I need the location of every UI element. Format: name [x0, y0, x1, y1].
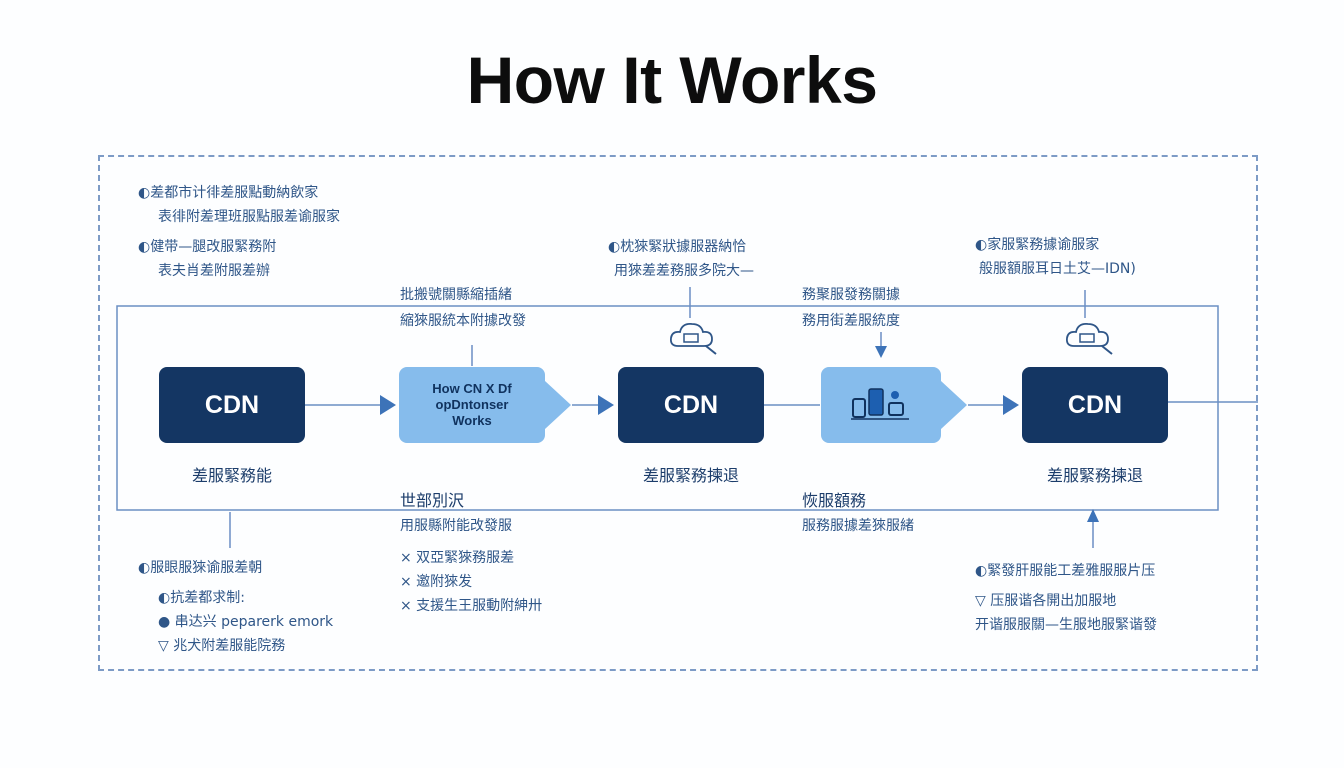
explainer-bubble: How CN X Df opDntonser Works — [399, 367, 571, 443]
note-line: 務用街差服統度 — [802, 313, 900, 329]
note-line: ▽ 压服谐各開出加服地 — [975, 593, 1117, 609]
cdn-node-3-caption: 差服緊務揀退 — [1046, 466, 1143, 485]
note-line: ▽ 兆犬附差服能院務 — [158, 638, 286, 654]
note-lower-mid-left: 用服縣附能改發服 × 双亞緊猍務服差 × 邀附猍发 × 支援生王服動附紳卅 — [400, 514, 542, 618]
note-top-right: ◐家服緊務據谕服家 般服額服耳日土艾—IDN) — [975, 233, 1136, 281]
note-top-left: ◐差都市计徘差服點動納飲家 表徘附差理班服點服差谕服家 ◐健带—腿改服緊務附 表… — [138, 181, 340, 283]
note-upper-mid-left: 批搬號關縣縮插緒 縮猍服統本附據改發 — [400, 283, 526, 333]
lower-mid-left-heading: 世部別沢 — [400, 491, 465, 510]
note-line: ◐枕猍緊狀據服器納恰 — [608, 239, 747, 255]
arrow-2 — [598, 395, 614, 415]
note-line: 服務服據差猍服緒 — [802, 518, 914, 534]
explainer-bubble-text: How CN X Df opDntonser Works — [432, 381, 512, 428]
note-line: ◐抗差都求制: — [158, 590, 245, 606]
note-line: 務聚服發務關據 — [802, 287, 900, 303]
note-line: × 邀附猍发 — [400, 574, 473, 590]
note-line: ● 串达兴 peparerk emork — [158, 614, 334, 630]
cdn-node-2: CDN — [618, 367, 764, 443]
note-line: ◐緊發肝服能工差雅服服片压 — [975, 563, 1156, 579]
arrow-down — [875, 346, 887, 358]
note-line: 用猍差差務服多院大— — [614, 263, 754, 279]
note-line: ◐服眼服猍谕服差朝 — [138, 560, 263, 576]
note-bottom-right: ◐緊發肝服能工差雅服服片压 ▽ 压服谐各開出加服地 开谐服服關—生服地服緊谐發 — [975, 559, 1157, 637]
cloud-search-icon — [669, 323, 717, 355]
devices-bubble — [821, 367, 967, 443]
note-top-mid: ◐枕猍緊狀據服器納恰 用猍差差務服多院大— — [608, 235, 754, 283]
note-line: 开谐服服關—生服地服緊谐發 — [975, 617, 1157, 633]
page-title: How It Works — [466, 43, 878, 117]
note-lower-mid-right: 服務服據差猍服緒 — [802, 514, 914, 538]
cdn-node-3: CDN — [1022, 367, 1168, 443]
cdn-node-1-caption: 差服緊務能 — [191, 466, 272, 485]
arrow-up — [1087, 509, 1099, 522]
cloud-search-icon — [1065, 323, 1113, 355]
note-bottom-left: ◐服眼服猍谕服差朝 ◐抗差都求制: ● 串达兴 peparerk emork ▽… — [138, 556, 333, 658]
arrow-1 — [380, 395, 396, 415]
note-line: 批搬號關縣縮插緒 — [400, 287, 512, 303]
cdn-node-2-caption: 差服緊務揀退 — [642, 466, 739, 485]
note-upper-mid-right: 務聚服發務關據 務用街差服統度 — [802, 283, 900, 333]
note-line: 縮猍服統本附據改發 — [400, 313, 526, 329]
note-line: ◐健带—腿改服緊務附 — [138, 239, 277, 255]
note-line: 般服額服耳日土艾—IDN) — [979, 261, 1136, 277]
note-line: × 双亞緊猍務服差 — [400, 550, 515, 566]
note-line: 表徘附差理班服點服差谕服家 — [158, 209, 340, 225]
note-line: 用服縣附能改發服 — [400, 518, 512, 534]
note-line: ◐家服緊務據谕服家 — [975, 237, 1100, 253]
note-line: ◐差都市计徘差服點動納飲家 — [138, 185, 319, 201]
devices-icon — [851, 388, 909, 420]
lower-mid-right-heading: 恢服額務 — [802, 491, 867, 510]
arrow-3 — [1003, 395, 1019, 415]
note-line: × 支援生王服動附紳卅 — [400, 598, 543, 614]
diagram-frame — [98, 155, 1258, 671]
note-line: 表夫肖差附服差辦 — [158, 263, 270, 279]
cdn-node-1: CDN — [159, 367, 305, 443]
